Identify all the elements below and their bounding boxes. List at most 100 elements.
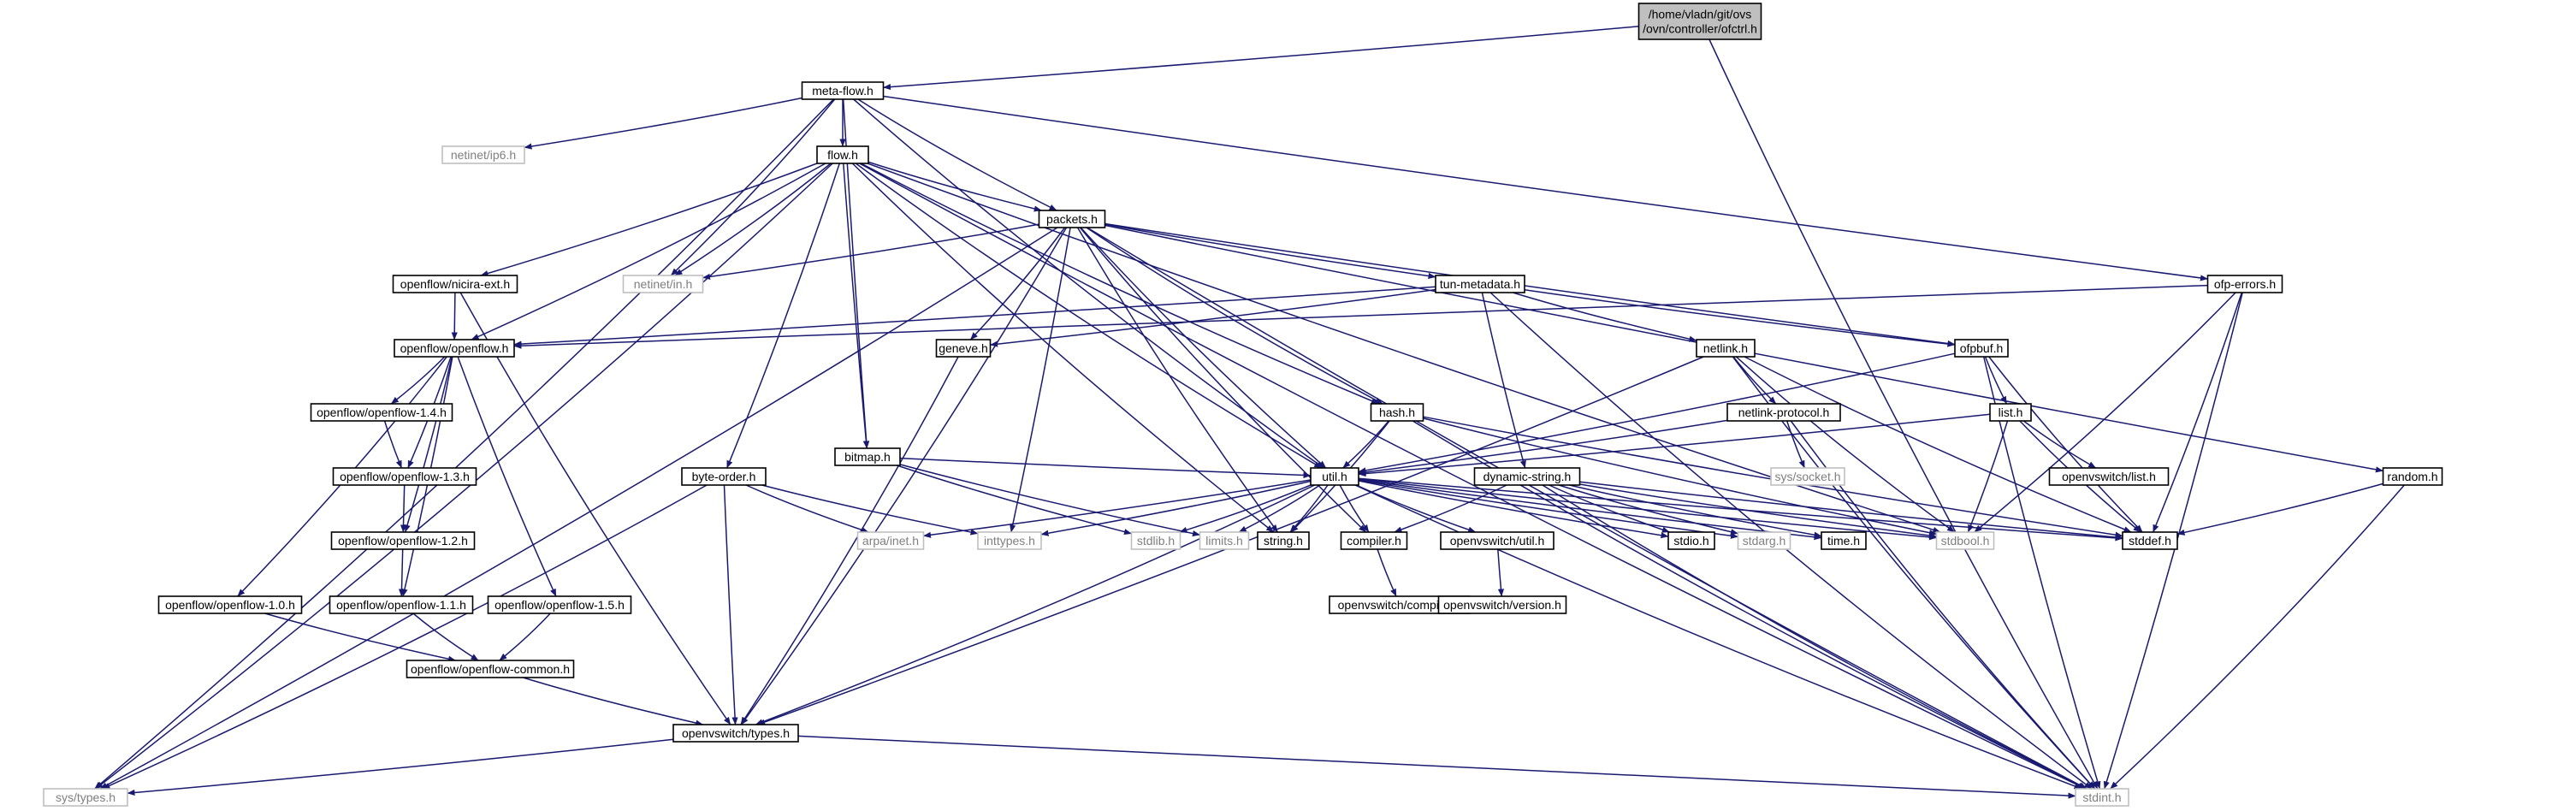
include-node-of-common[interactable]: openflow/openflow-common.h bbox=[406, 660, 575, 678]
include-node-ofctrl[interactable]: /home/vladn/git/ovs/ovn/controller/ofctr… bbox=[1637, 3, 1762, 40]
include-node-ovs-types[interactable]: openvswitch/types.h bbox=[672, 724, 799, 743]
include-node-ofpbuf[interactable]: ofpbuf.h bbox=[1954, 339, 2009, 358]
include-node-of11[interactable]: openflow/openflow-1.1.h bbox=[329, 595, 474, 614]
include-node-ovs-version[interactable]: openvswitch/version.h bbox=[1437, 595, 1567, 614]
include-node-ovs-list[interactable]: openvswitch/list.h bbox=[2048, 467, 2170, 486]
include-node-of10[interactable]: openflow/openflow-1.0.h bbox=[157, 595, 303, 614]
node-label: random.h bbox=[2387, 470, 2437, 483]
edge-compiler-to-ovs-compiler bbox=[1377, 548, 1397, 597]
include-node-ovs-util[interactable]: openvswitch/util.h bbox=[1440, 531, 1554, 550]
include-node-netlink-protocol[interactable]: netlink-protocol.h bbox=[1726, 403, 1841, 422]
include-node-geneve[interactable]: geneve.h bbox=[935, 339, 992, 358]
include-node-of14[interactable]: openflow/openflow-1.4.h bbox=[310, 403, 453, 422]
edge-packets-to-netinet-in bbox=[702, 223, 1039, 280]
edge-dynamic-string-to-stdio bbox=[1549, 484, 1670, 533]
edge-of15-to-of-common bbox=[499, 613, 551, 661]
node-label: openvswitch/version.h bbox=[1443, 598, 1561, 612]
edge-flow-to-packets bbox=[868, 161, 1042, 212]
node-label: sys/socket.h bbox=[1774, 470, 1840, 483]
edge-nicira-ext-to-openflow bbox=[451, 292, 458, 340]
node-box bbox=[1770, 467, 1845, 486]
include-node-nicira-ext[interactable]: openflow/nicira-ext.h bbox=[392, 275, 518, 293]
edge-of12-to-of11 bbox=[398, 548, 406, 597]
include-node-compiler[interactable]: compiler.h bbox=[1340, 531, 1408, 550]
node-box bbox=[1737, 531, 1791, 550]
node-label: flow.h bbox=[827, 148, 858, 162]
include-node-hash[interactable]: hash.h bbox=[1370, 403, 1424, 422]
node-box bbox=[856, 531, 925, 550]
edge-packets-to-tun-metadata bbox=[1104, 223, 1436, 280]
include-node-ofp-errors[interactable]: ofp-errors.h bbox=[2206, 275, 2283, 293]
node-label: stdarg.h bbox=[1743, 534, 1786, 548]
include-node-string[interactable]: string.h bbox=[1257, 531, 1310, 550]
node-label: stddef.h bbox=[2129, 534, 2171, 548]
include-node-of13[interactable]: openflow/openflow-1.3.h bbox=[332, 467, 477, 486]
node-box bbox=[329, 595, 474, 614]
edge-list-to-util bbox=[1358, 413, 1991, 477]
node-box bbox=[1473, 467, 1581, 486]
node-box bbox=[1038, 210, 1106, 228]
node-box bbox=[1435, 275, 1525, 293]
node-box bbox=[1696, 339, 1756, 358]
include-node-util[interactable]: util.h bbox=[1310, 467, 1359, 486]
edge-util-to-stdint bbox=[1354, 484, 2082, 790]
edge-dynamic-string-to-time bbox=[1569, 484, 1822, 538]
edge-packets-to-inttypes bbox=[1010, 227, 1071, 533]
edge-metaflow-to-ofp-errors bbox=[883, 95, 2208, 281]
node-box bbox=[1370, 403, 1424, 422]
node-label: ofpbuf.h bbox=[1960, 341, 2004, 355]
edge-metaflow-to-packets bbox=[857, 98, 1057, 211]
node-label: inttypes.h bbox=[984, 534, 1035, 548]
include-node-metaflow[interactable]: meta-flow.h bbox=[801, 81, 885, 100]
node-box bbox=[801, 81, 885, 100]
node-label: netlink-protocol.h bbox=[1738, 406, 1830, 419]
include-node-time[interactable]: time.h bbox=[1821, 531, 1867, 550]
include-node-packets[interactable]: packets.h bbox=[1038, 210, 1106, 228]
edge-ofp-errors-to-openflow bbox=[513, 284, 2208, 349]
include-node-netlink[interactable]: netlink.h bbox=[1696, 339, 1756, 358]
node-label: openflow/openflow-1.5.h bbox=[494, 598, 625, 612]
include-node-openflow[interactable]: openflow/openflow.h bbox=[394, 339, 515, 358]
node-label: arpa/inet.h bbox=[862, 534, 919, 548]
include-node-limits: limits.h bbox=[1199, 531, 1250, 550]
include-node-stdbool: stdbool.h bbox=[1935, 531, 1995, 550]
node-label: openvswitch/list.h bbox=[2062, 470, 2156, 483]
node-label: openflow/openflow-1.2.h bbox=[338, 534, 468, 548]
node-box bbox=[1130, 531, 1181, 550]
include-node-netinet-in: netinet/in.h bbox=[622, 275, 704, 293]
include-node-ovs-compiler[interactable]: openvswitch/compiler.h bbox=[1329, 595, 1471, 614]
include-node-list[interactable]: list.h bbox=[1989, 403, 2032, 422]
node-box bbox=[406, 660, 575, 678]
edge-hash-to-stdbool bbox=[1423, 417, 1937, 536]
edge-metaflow-to-sys-types bbox=[94, 98, 834, 790]
node-label: ofp-errors.h bbox=[2214, 277, 2276, 291]
edge-byteorder-to-inttypes bbox=[761, 484, 979, 536]
include-node-byteorder[interactable]: byte-order.h bbox=[681, 467, 767, 486]
edge-openflow-to-of12 bbox=[404, 356, 453, 533]
include-node-inttypes: inttypes.h bbox=[977, 531, 1042, 550]
edge-packets-to-stdint bbox=[1087, 227, 2087, 790]
include-node-of12[interactable]: openflow/openflow-1.2.h bbox=[330, 531, 476, 550]
include-node-dynamic-string[interactable]: dynamic-string.h bbox=[1473, 467, 1581, 486]
edge-tun-metadata-to-netlink bbox=[1513, 292, 1697, 342]
edge-metaflow-to-util bbox=[853, 98, 1324, 469]
node-box bbox=[2122, 531, 2178, 550]
edge-metaflow-to-netinet-in bbox=[670, 98, 836, 276]
node-layer: /home/vladn/git/ovs/ovn/controller/ofctr… bbox=[43, 3, 2443, 807]
include-node-stdio[interactable]: stdio.h bbox=[1667, 531, 1715, 550]
include-node-of15[interactable]: openflow/openflow-1.5.h bbox=[487, 595, 632, 614]
edge-util-to-limits bbox=[1238, 484, 1321, 533]
node-box bbox=[1437, 595, 1567, 614]
include-node-flow[interactable]: flow.h bbox=[816, 145, 869, 164]
include-node-tun-metadata[interactable]: tun-metadata.h bbox=[1435, 275, 1525, 293]
edge-flow-to-openflow bbox=[471, 163, 826, 340]
edge-packets-to-hash bbox=[1086, 227, 1383, 405]
edge-geneve-to-ovs-types bbox=[740, 356, 959, 725]
node-box bbox=[1310, 467, 1359, 486]
node-label: /ovn/controller/ofctrl.h bbox=[1643, 22, 1757, 36]
node-label: netinet/ip6.h bbox=[451, 148, 516, 162]
include-node-stddef[interactable]: stddef.h bbox=[2122, 531, 2178, 550]
include-node-random[interactable]: random.h bbox=[2382, 467, 2443, 486]
node-label: packets.h bbox=[1046, 212, 1098, 226]
include-node-bitmap[interactable]: bitmap.h bbox=[834, 447, 901, 466]
